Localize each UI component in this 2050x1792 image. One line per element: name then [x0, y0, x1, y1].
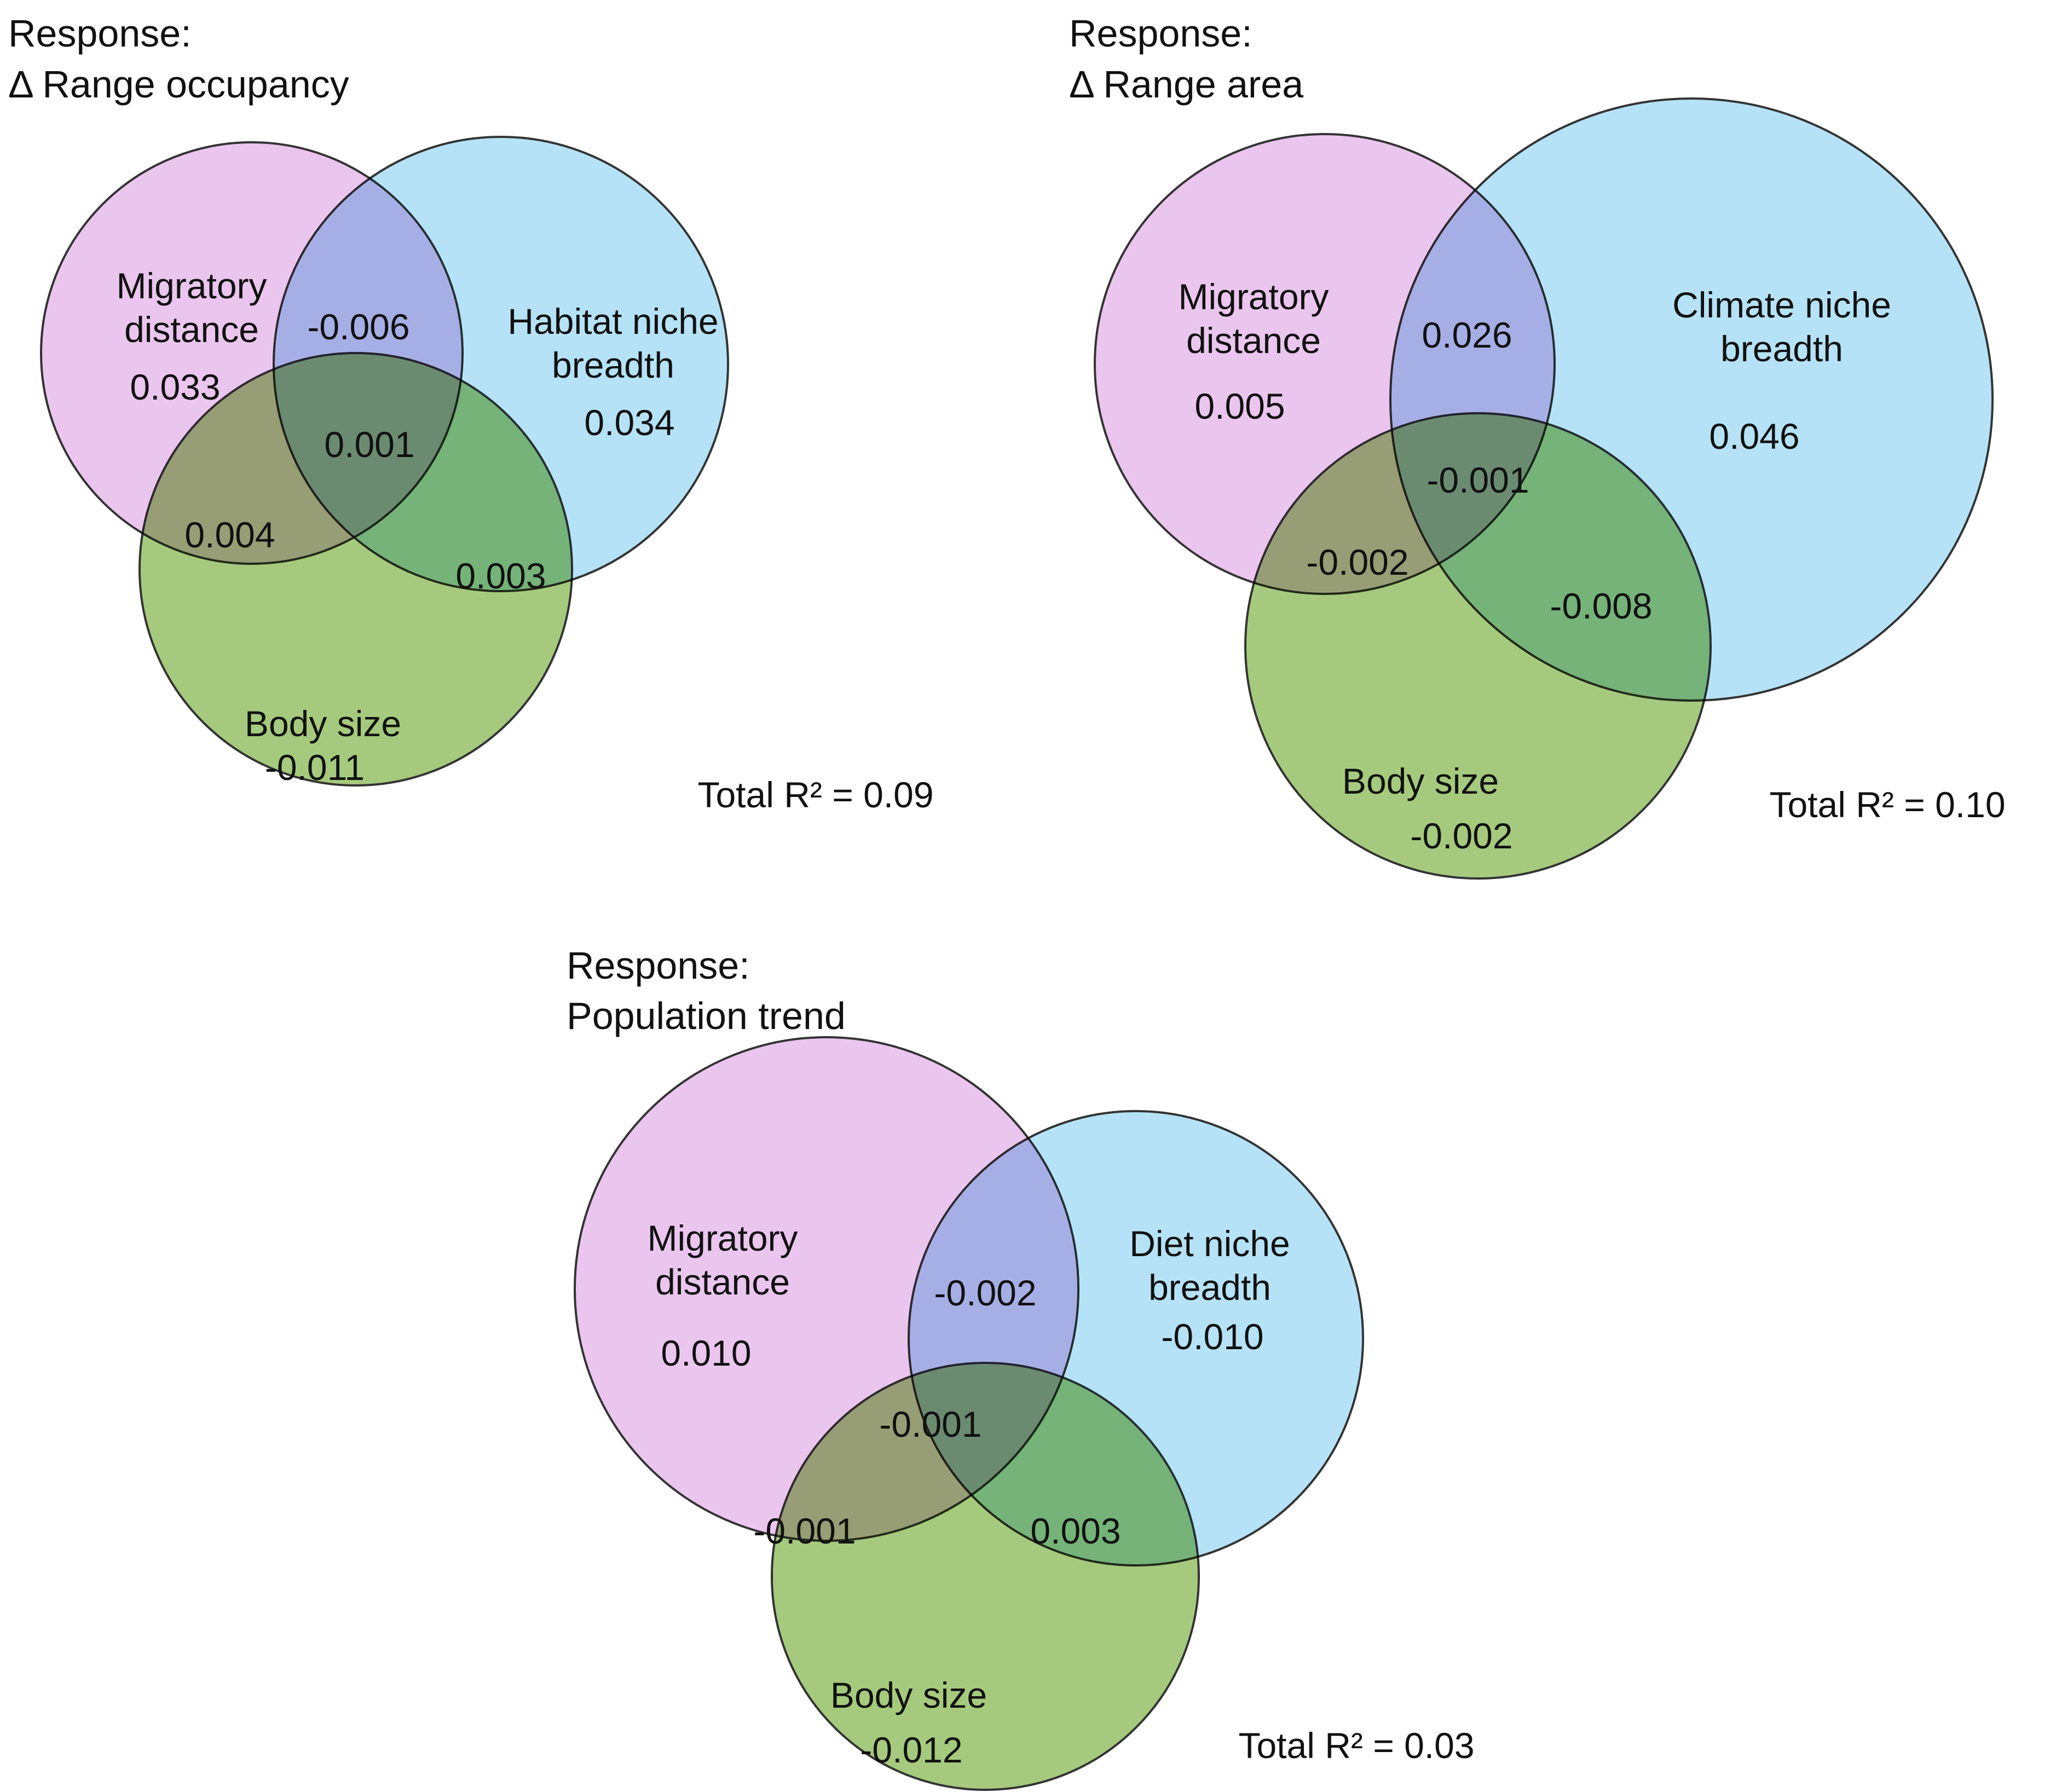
migratory-label-line1: Migratory [116, 265, 267, 306]
venn-range-occupancy-circles [40, 136, 729, 787]
diagram-title-line2: Δ Range occupancy [8, 63, 349, 106]
overlap-niche-body-value: -0.008 [1550, 586, 1652, 626]
overlap-migratory-body-value: -0.001 [753, 1511, 856, 1551]
niche-value: 0.046 [1709, 416, 1799, 456]
venn-range-area-circles [1094, 97, 1994, 880]
overlap-migratory-body-value: -0.002 [1306, 542, 1408, 582]
overlap-all-value: 0.001 [324, 424, 414, 465]
diagram-title-line2: Population trend [567, 995, 846, 1037]
diagram-title-line1: Response: [8, 12, 192, 55]
total-r2-label: Total R² = 0.09 [697, 774, 933, 815]
niche-label-line1: Diet niche [1129, 1223, 1290, 1264]
niche-label-line1: Climate niche [1672, 285, 1891, 325]
niche-label-line1: Habitat niche [507, 301, 718, 342]
body-size-value: -0.011 [265, 747, 365, 788]
migratory-label-line1: Migratory [647, 1218, 798, 1258]
migratory-value: 0.005 [1194, 386, 1285, 426]
body-size-label: Body size [1342, 761, 1499, 801]
niche-label-line2: breadth [1720, 328, 1843, 369]
body-size-circle [138, 352, 573, 787]
overlap-all-value: -0.001 [879, 1404, 981, 1444]
niche-label-line2: breadth [1148, 1267, 1271, 1308]
venn-population-trend: Response: Population trend Migratory dis… [567, 944, 1475, 1791]
venn-range-occupancy: Response: Δ Range occupancy Migratory di… [8, 12, 934, 815]
body-size-label: Body size [830, 1675, 987, 1715]
migratory-value: 0.033 [130, 367, 220, 407]
overlap-niche-body-value: 0.003 [1030, 1511, 1121, 1551]
migratory-label-line2: distance [1186, 320, 1321, 361]
overlap-migratory-niche-value: -0.006 [307, 307, 409, 347]
venn-population-trend-circles [574, 1036, 1364, 1791]
diagram-title-line2: Δ Range area [1069, 63, 1303, 106]
diagram-title-line1: Response: [1069, 12, 1252, 55]
migratory-label-line2: distance [655, 1262, 790, 1302]
venn-range-area: Response: Δ Range area Migratory distanc… [1069, 12, 2006, 880]
total-r2-label: Total R² = 0.10 [1769, 784, 2005, 825]
niche-value: -0.010 [1161, 1316, 1263, 1357]
niche-label-line2: breadth [552, 345, 674, 385]
body-size-circle [771, 1362, 1200, 1791]
migratory-value: 0.010 [661, 1333, 751, 1373]
body-size-value: -0.012 [860, 1730, 962, 1770]
overlap-migratory-body-value: 0.004 [184, 515, 275, 555]
overlap-migratory-niche-value: -0.002 [934, 1273, 1036, 1313]
overlap-all-value: -0.001 [1427, 460, 1529, 500]
diagram-title-line1: Response: [567, 944, 750, 987]
body-size-value: -0.002 [1410, 816, 1512, 856]
total-r2-label: Total R² = 0.03 [1238, 1725, 1474, 1766]
niche-value: 0.034 [584, 402, 674, 443]
body-size-circle [1244, 412, 1712, 880]
overlap-migratory-niche-value: 0.026 [1422, 315, 1512, 355]
body-size-label: Body size [245, 703, 401, 744]
migratory-label-line2: distance [124, 309, 259, 350]
migratory-label-line1: Migratory [1178, 276, 1329, 317]
overlap-niche-body-value: 0.003 [455, 556, 546, 596]
